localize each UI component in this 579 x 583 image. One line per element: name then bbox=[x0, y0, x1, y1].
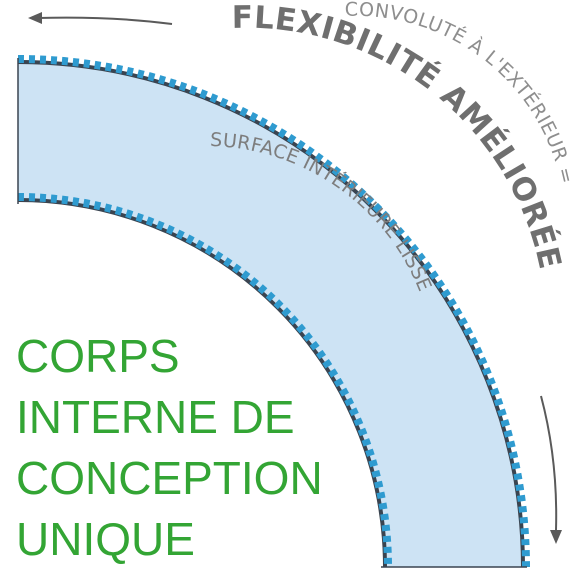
outer-convolute-teeth bbox=[17, 55, 530, 568]
headline-line-4: UNIQUE bbox=[16, 513, 195, 565]
arrow-down-icon bbox=[540, 395, 562, 544]
headline-line-1: CORPS bbox=[16, 330, 180, 382]
inner-convolute-teeth bbox=[17, 193, 392, 568]
hose-body bbox=[18, 62, 523, 567]
headline-line-2: INTERNE DE bbox=[16, 391, 295, 443]
unique-design-headline: CORPS INTERNE DE CONCEPTION UNIQUE bbox=[16, 326, 323, 570]
headline-line-3: CONCEPTION bbox=[16, 452, 323, 504]
arrow-left-icon bbox=[28, 12, 173, 25]
